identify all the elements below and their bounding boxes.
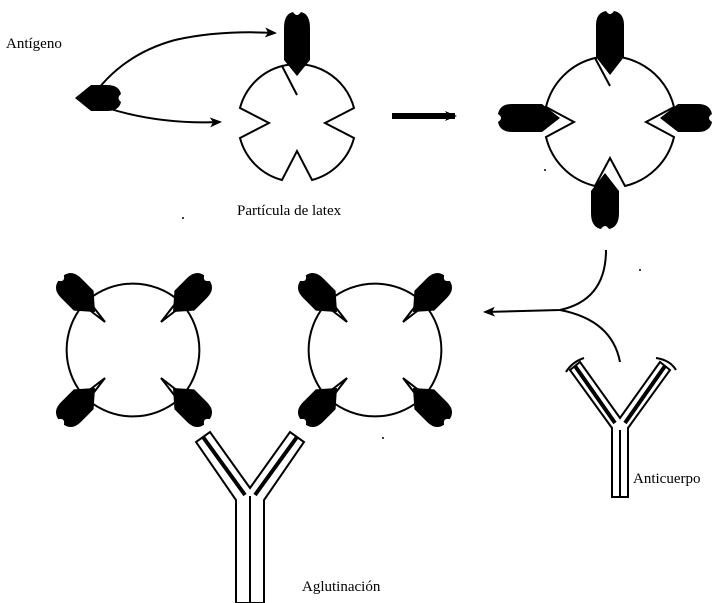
bridging-antibody [196, 432, 304, 603]
arrow-to-agglutination [485, 250, 606, 312]
speck [544, 169, 546, 171]
arrow-from-antibody [560, 310, 620, 362]
antibody-label: Anticuerpo [633, 471, 700, 488]
latex-particle-label: Partícula de latex [237, 203, 341, 220]
speck [182, 217, 184, 219]
antigen-label: Antígeno [6, 36, 62, 53]
speck [639, 269, 641, 271]
latex-particle-empty [240, 64, 354, 180]
latex-particle-saturated [546, 56, 674, 186]
agglutination-label: Aglutinación [302, 579, 380, 596]
speck [382, 437, 384, 439]
